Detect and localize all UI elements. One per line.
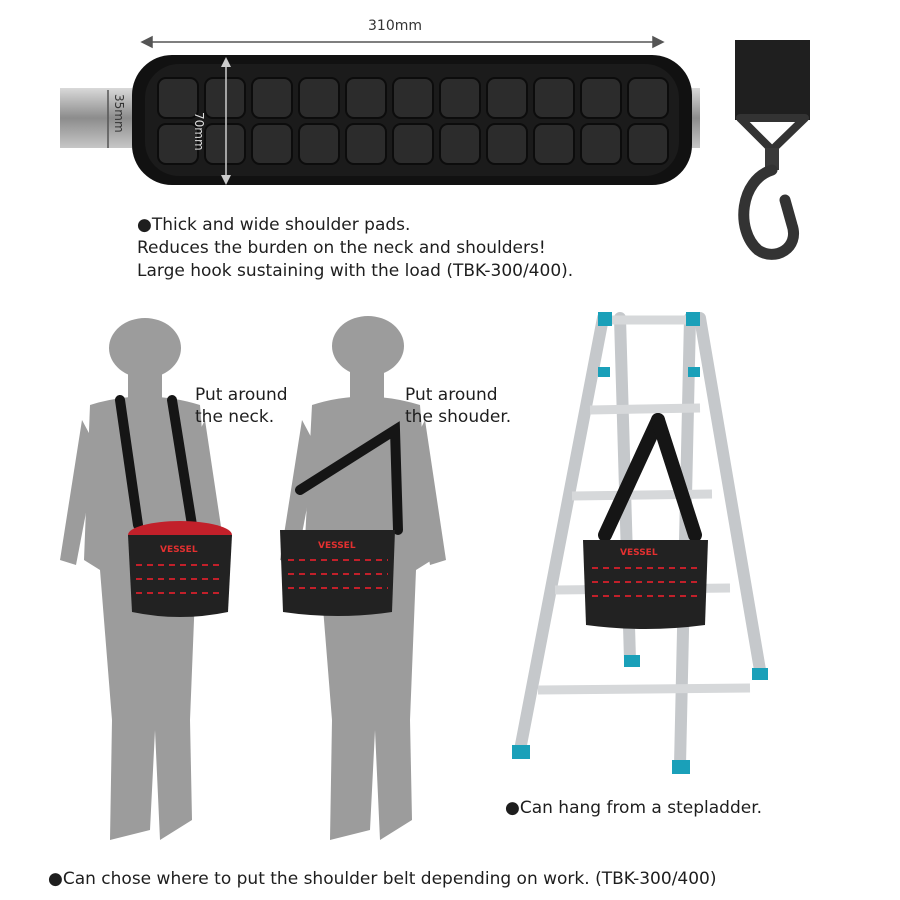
stepladder-icon: [512, 312, 768, 774]
pad-cushion-cell: [627, 77, 669, 119]
dimension-arrows: [107, 35, 665, 185]
tool-bag-icon: [280, 530, 395, 616]
pad-feature-line-1: ●Thick and wide shoulder pads.: [137, 215, 411, 235]
hook-icon: [736, 114, 809, 260]
neck-caption-line-1: Put around: [195, 385, 288, 405]
pad-cushion-cell: [439, 77, 481, 119]
neck-caption-line-2: the neck.: [195, 407, 275, 427]
pad-cushion-cell: [204, 123, 246, 165]
bottom-caption: ●Can chose where to put the shoulder bel…: [48, 869, 717, 889]
shoulder-caption-line-2: the shouder.: [405, 407, 512, 427]
right-strap: [735, 40, 810, 120]
pad-cushion-cell: [251, 123, 293, 165]
pad-cushion-cell: [627, 123, 669, 165]
pad-cushion-cell: [204, 77, 246, 119]
pad-feature-line-2: Reduces the burden on the neck and shoul…: [137, 238, 546, 258]
pad-cushion-cell: [298, 123, 340, 165]
pad-cushion-cell: [157, 123, 199, 165]
pad-feature-line-3: Large hook sustaining with the load (TBK…: [137, 261, 574, 281]
pad-cushion-cell: [392, 77, 434, 119]
shoulder-straps: [115, 395, 403, 535]
pad-cushion-cell: [298, 77, 340, 119]
pad-cushion-cells: [157, 77, 669, 165]
tool-bag-icon: [128, 521, 232, 617]
pad-cushion-cell: [439, 123, 481, 165]
ladder-caption: ●Can hang from a stepladder.: [505, 798, 763, 818]
pad-cushion-cell: [580, 123, 622, 165]
pad-cushion-cell: [157, 77, 199, 119]
pad-cushion-cell: [251, 77, 293, 119]
pad-cushion-cell: [580, 77, 622, 119]
pad-cushion-cell: [486, 77, 528, 119]
pad-cushion-cell: [533, 77, 575, 119]
pad-cushion-cell: [533, 123, 575, 165]
pad-cushion-cell: [345, 123, 387, 165]
pad-cushion-cell: [486, 123, 528, 165]
bag-brand-label: VESSEL: [318, 541, 356, 551]
bag-brand-label: VESSEL: [620, 548, 658, 558]
pad-cushion-cell: [345, 77, 387, 119]
shoulder-pad-drawing: [60, 35, 810, 260]
pad-cushion-cell: [392, 123, 434, 165]
length-dimension-label: 310mm: [368, 18, 422, 34]
bag-brand-label: VESSEL: [160, 545, 198, 555]
shoulder-caption-line-1: Put around: [405, 385, 498, 405]
shoulder-pad-figure: 310mm 70mm 35mm: [0, 0, 900, 260]
